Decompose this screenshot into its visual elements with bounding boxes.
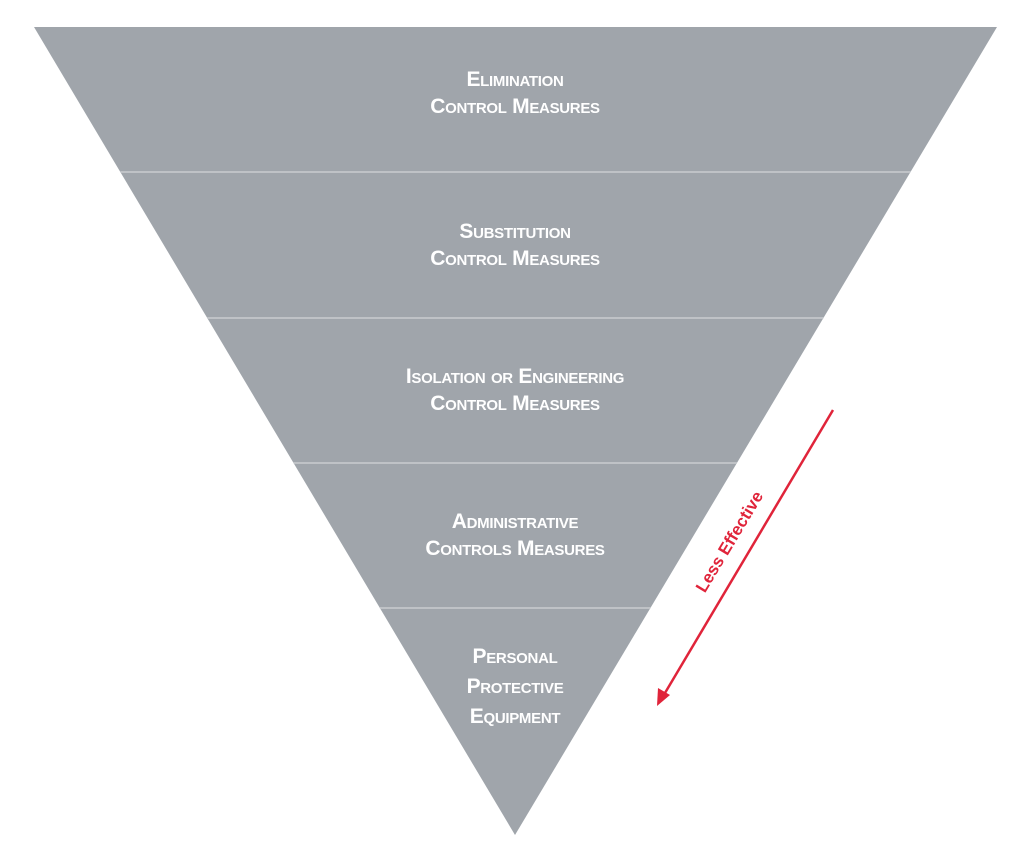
level-line: Isolation or Engineering bbox=[405, 365, 625, 388]
level-line: Control Measures bbox=[430, 95, 600, 118]
level-line: Equipment bbox=[469, 705, 561, 728]
level-administrative: Administrative Controls Measures bbox=[315, 508, 715, 562]
band-ppe bbox=[379, 608, 651, 835]
less-effective-arrow bbox=[657, 409, 835, 706]
level-line: Elimination bbox=[466, 68, 564, 91]
arrow-head-icon bbox=[657, 688, 670, 706]
level-line: Protective bbox=[466, 675, 564, 698]
band-isolation-engineering bbox=[207, 318, 824, 463]
level-elimination: Elimination Control Measures bbox=[315, 66, 715, 120]
level-line: Personal bbox=[472, 645, 558, 668]
level-substitution: Substitution Control Measures bbox=[315, 218, 715, 272]
level-isolation-engineering: Isolation or Engineering Control Measure… bbox=[315, 363, 715, 417]
level-line: Control Measures bbox=[430, 247, 600, 270]
band-substitution bbox=[120, 172, 911, 318]
level-line: Control Measures bbox=[430, 392, 600, 415]
level-line: Substitution bbox=[459, 220, 571, 243]
level-line: Controls Measures bbox=[425, 537, 605, 560]
level-ppe: Personal Protective Equipment bbox=[315, 642, 715, 732]
band-administrative bbox=[293, 463, 737, 608]
band-elimination bbox=[34, 27, 997, 172]
level-line: Administrative bbox=[451, 510, 579, 533]
